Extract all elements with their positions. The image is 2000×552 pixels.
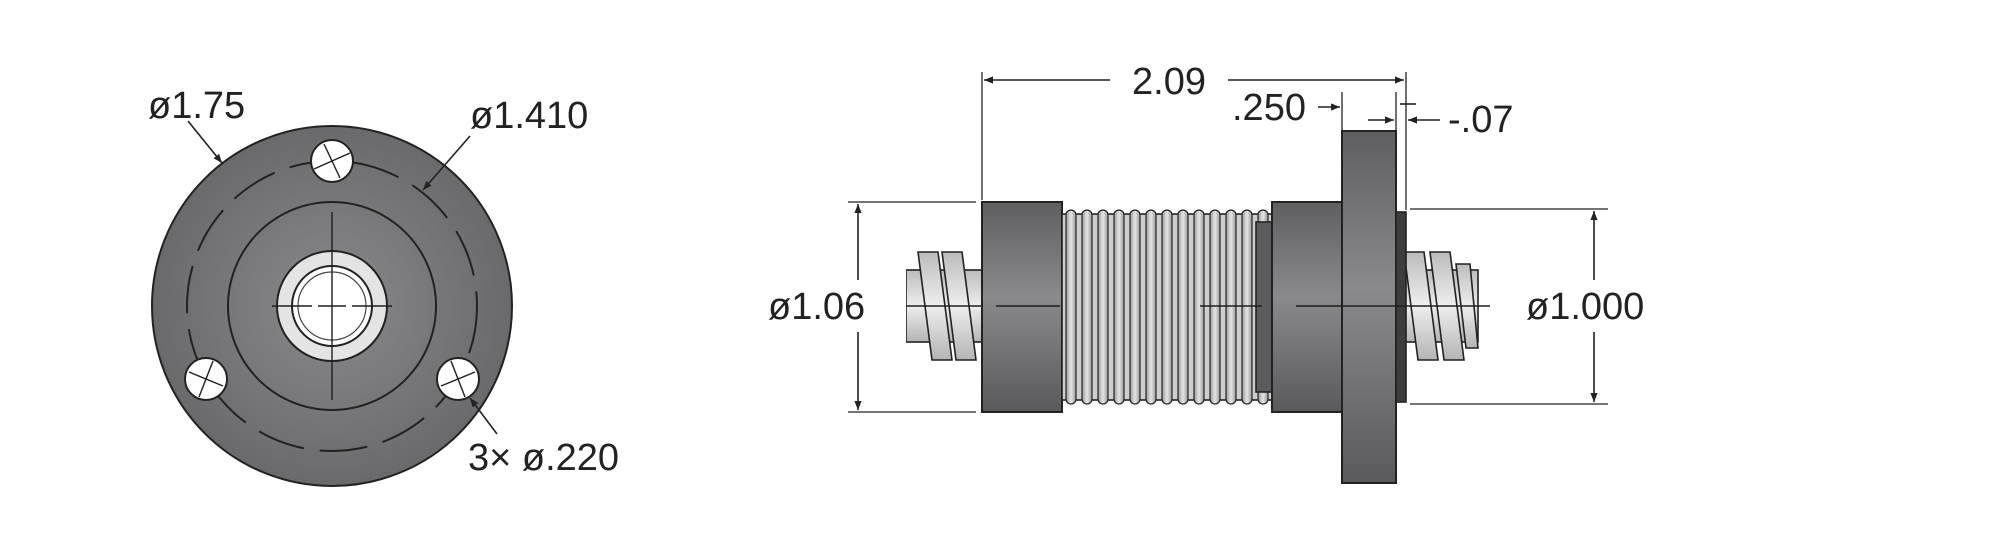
- bolt-circle-label: ø1.410: [470, 95, 588, 137]
- leader-mounting-holes: [469, 397, 498, 435]
- spring-collar: [1255, 221, 1273, 393]
- flange-offset-label: -.07: [1448, 99, 1513, 141]
- leader-outer-diameter: [187, 120, 223, 164]
- overall-length-label: 2.09: [1132, 61, 1206, 103]
- outer-diameter-label: ø1.75: [148, 85, 245, 127]
- mounting-hole-right: [436, 357, 480, 401]
- mounting-holes-label-text: 3× ø.220: [468, 437, 619, 479]
- lead-screw-left: [906, 251, 982, 361]
- mounting-hole-top: [310, 139, 354, 183]
- flange: [1341, 130, 1397, 484]
- body-diameter-label: ø1.06: [768, 286, 865, 328]
- pilot-diameter-label: ø1.000: [1526, 286, 1644, 328]
- nut-body-left: [981, 201, 1063, 413]
- end-view: ø1.75 ø1.410 3× ø.220: [148, 85, 619, 487]
- flange-thickness-label: .250: [1232, 87, 1306, 129]
- anti-backlash-spring: [1061, 209, 1275, 405]
- nut-body-right: [1271, 201, 1343, 413]
- mounting-hole-left: [184, 357, 228, 401]
- hub-boss: [227, 201, 437, 411]
- leader-bolt-circle: [422, 135, 471, 191]
- pilot: [1395, 211, 1407, 403]
- side-view: 2.09 .250 -.07 ø1.06 ø1.000: [768, 61, 1644, 484]
